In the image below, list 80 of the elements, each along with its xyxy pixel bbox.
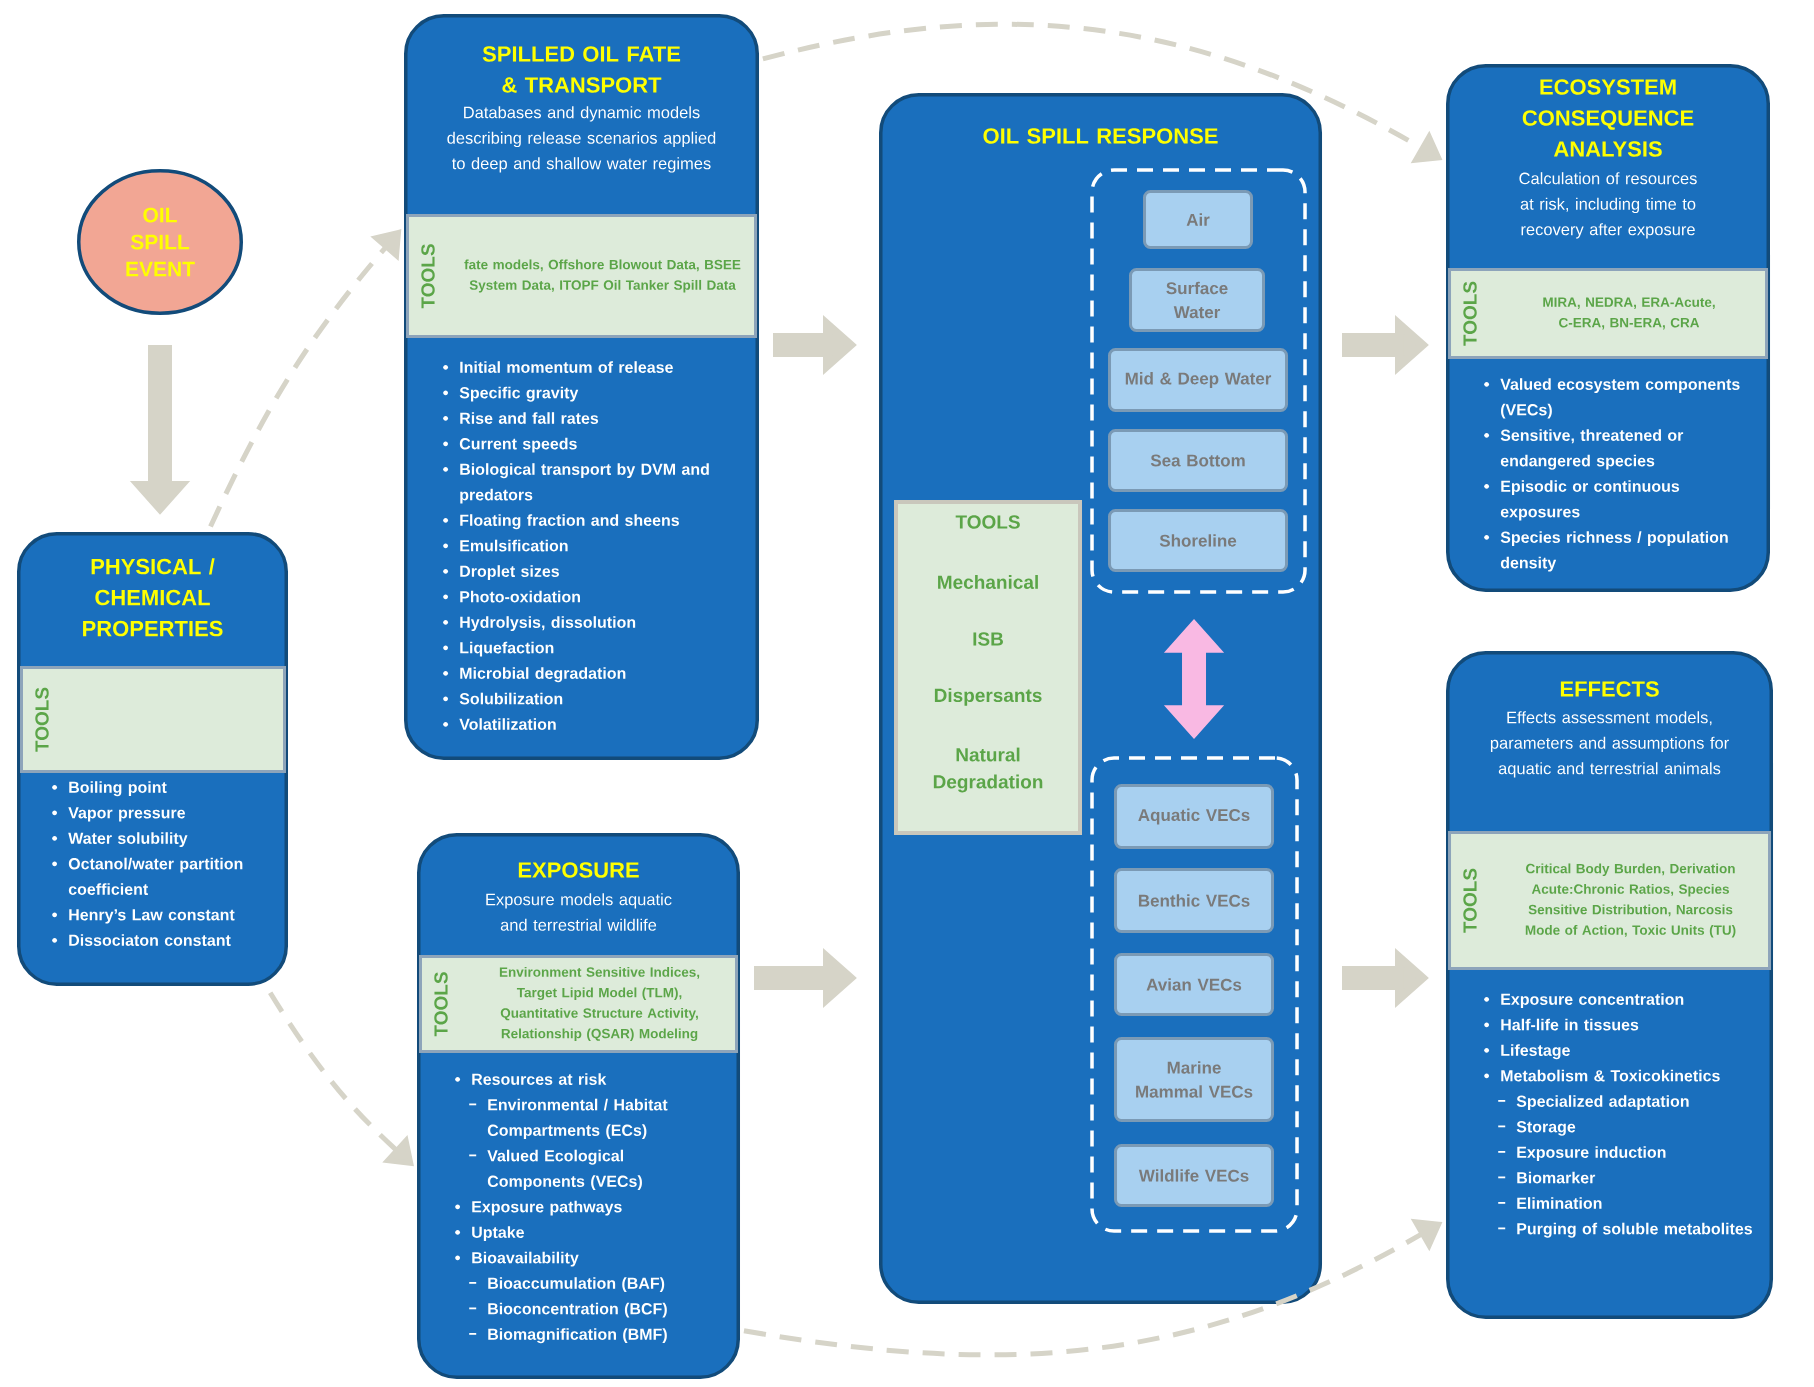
panel-label: TOOLS — [1463, 281, 1477, 346]
tools-list: Environment Sensitive Indices, Target Lipid Model (TLM), Quantitative Structure Activity, Relationship (QSAR) Modeling — [499, 966, 700, 1042]
compartment-box: Benthic VECs — [1114, 868, 1274, 933]
panel-label: TOOLS — [35, 687, 49, 752]
bullet-item: Bioavailability — [455, 1251, 579, 1267]
tools-list: fate models, Offshore Blowout Data, BSEE System Data, ITOPF Oil Tanker Spill Data — [464, 259, 741, 293]
box-description: Exposure models aquatic and terrestrial wildlife — [486, 893, 672, 931]
bullet-item: Rise and fall rates — [443, 412, 599, 424]
bullet-item: Metabolism & Toxicokinetics — [1484, 1069, 1720, 1082]
bullet-item: Specialized adaptation — [1497, 1095, 1689, 1111]
box-description: Calculation of resources at risk, including time to recovery after exposure — [1519, 172, 1697, 239]
compartment-box: Sea Bottom — [1108, 429, 1288, 492]
panel-label: TOOLS — [955, 515, 1020, 529]
bullet-item: Floating fraction and sheens — [443, 514, 679, 530]
tools-list: MIRA, NEDRA, ERA-Acute, C-ERA, BN-ERA, CRA — [1543, 297, 1715, 330]
compartment-box: Marine Mammal VECs — [1114, 1037, 1274, 1122]
box-heading: OIL SPILL RESPONSE — [983, 128, 1218, 144]
bullet-item: Volatilization — [443, 718, 556, 730]
compartment-box: Mid & Deep Water — [1108, 348, 1288, 412]
bullet-item: Boiling point — [52, 781, 167, 797]
bullet-item: Environmental / Habitat Compartments (ECs) — [468, 1098, 668, 1140]
bullet-item: Lifestage — [1484, 1044, 1570, 1060]
box-heading: SPILLED OIL FATE & TRANSPORT — [482, 46, 681, 93]
bullet-item: Exposure pathways — [455, 1200, 622, 1216]
compartment-box: Surface Water — [1129, 268, 1265, 332]
bullet-item: Sensitive, threatened or endangered species — [1484, 429, 1684, 470]
compartment-box: Avian VECs — [1114, 953, 1274, 1016]
tools-item: ISB — [973, 632, 1003, 646]
bullet-item: Episodic or continuous exposures — [1484, 480, 1680, 521]
bullet-item: Water solubility — [52, 832, 188, 848]
compartment-box: Aquatic VECs — [1114, 784, 1274, 849]
bullet-item: Biomagnification (BMF) — [468, 1328, 667, 1344]
bullet-item: Current speeds — [443, 437, 577, 453]
bullet-item: Bioconcentration (BCF) — [468, 1302, 667, 1318]
bullet-item: Photo-oxidation — [443, 590, 580, 603]
bullet-item: Solubilization — [443, 692, 563, 705]
bullet-item: Droplet sizes — [443, 565, 559, 581]
compartment-box: Air — [1143, 190, 1253, 249]
bullet-item: Uptake — [455, 1226, 524, 1242]
panel-label: TOOLS — [434, 972, 448, 1037]
bullet-item: Specific gravity — [443, 386, 579, 402]
bullet-item: Dissociaton constant — [52, 934, 231, 946]
bullet-item: Henry’s Law constant — [52, 909, 235, 924]
bullet-item: Hydrolysis, dissolution — [443, 616, 636, 632]
tools-item: Dispersants — [934, 688, 1042, 706]
tools-list: Critical Body Burden, Derivation Acute:Chronic Ratios, Species Sensitive Distribution, Narcosis Mode of Action, Toxic Units (TU) — [1525, 863, 1736, 938]
bullet-item: Valued ecosystem components (VECs) — [1484, 378, 1740, 419]
bullet-item: Microbial degradation — [443, 667, 626, 683]
panel-label: TOOLS — [421, 244, 435, 309]
box-heading: ECOSYSTEM CONSEQUENCE ANALYSIS — [1522, 79, 1694, 157]
bullet-item: Half-life in tissues — [1484, 1018, 1639, 1031]
tools-item: Natural Degradation — [933, 747, 1043, 793]
box-heading: PHYSICAL / CHEMICAL PROPERTIES — [83, 558, 223, 637]
compartment-box: Shoreline — [1108, 509, 1288, 572]
bullet-item: Species richness / population density — [1484, 531, 1728, 572]
bullet-item: Biomarker — [1497, 1171, 1596, 1184]
bullet-item: Valued Ecological Components (VECs) — [468, 1149, 642, 1191]
bullet-item: Exposure induction — [1497, 1146, 1666, 1162]
dashed-arrow — [208, 229, 402, 528]
bullet-item: Vapor pressure — [52, 807, 186, 822]
bullet-item: Storage — [1497, 1121, 1576, 1136]
bullet-item: Purging of soluble metabolites — [1497, 1222, 1752, 1238]
dashed-group — [1090, 756, 1299, 1233]
bullet-item: Exposure concentration — [1484, 993, 1684, 1009]
box-description: Databases and dynamic models describing release scenarios applied to deep and shallow water regimes — [447, 106, 716, 173]
bullet-item: Biological transport by DVM and predators — [443, 463, 709, 504]
box-description: Effects assessment models, parameters and assumptions for aquatic and terrestrial animals — [1490, 711, 1729, 778]
bullet-item: Liquefaction — [443, 641, 554, 657]
bullet-item: Octanol/water partition coefficient — [52, 857, 243, 895]
compartment-box: Wildlife VECs — [1114, 1144, 1274, 1207]
dashed-group — [1090, 168, 1307, 594]
tools-item: Mechanical — [938, 575, 1038, 589]
bullet-item: Initial momentum of release — [443, 361, 673, 373]
bullet-item: Emulsification — [443, 539, 568, 552]
box-heading: EXPOSURE — [518, 862, 639, 878]
bullet-item: Bioaccumulation (BAF) — [468, 1277, 665, 1293]
bullet-item: Elimination — [1497, 1197, 1602, 1209]
panel-label: TOOLS — [1463, 868, 1477, 933]
bullet-item: Resources at risk — [455, 1073, 607, 1085]
box-heading: EFFECTS — [1560, 681, 1659, 697]
